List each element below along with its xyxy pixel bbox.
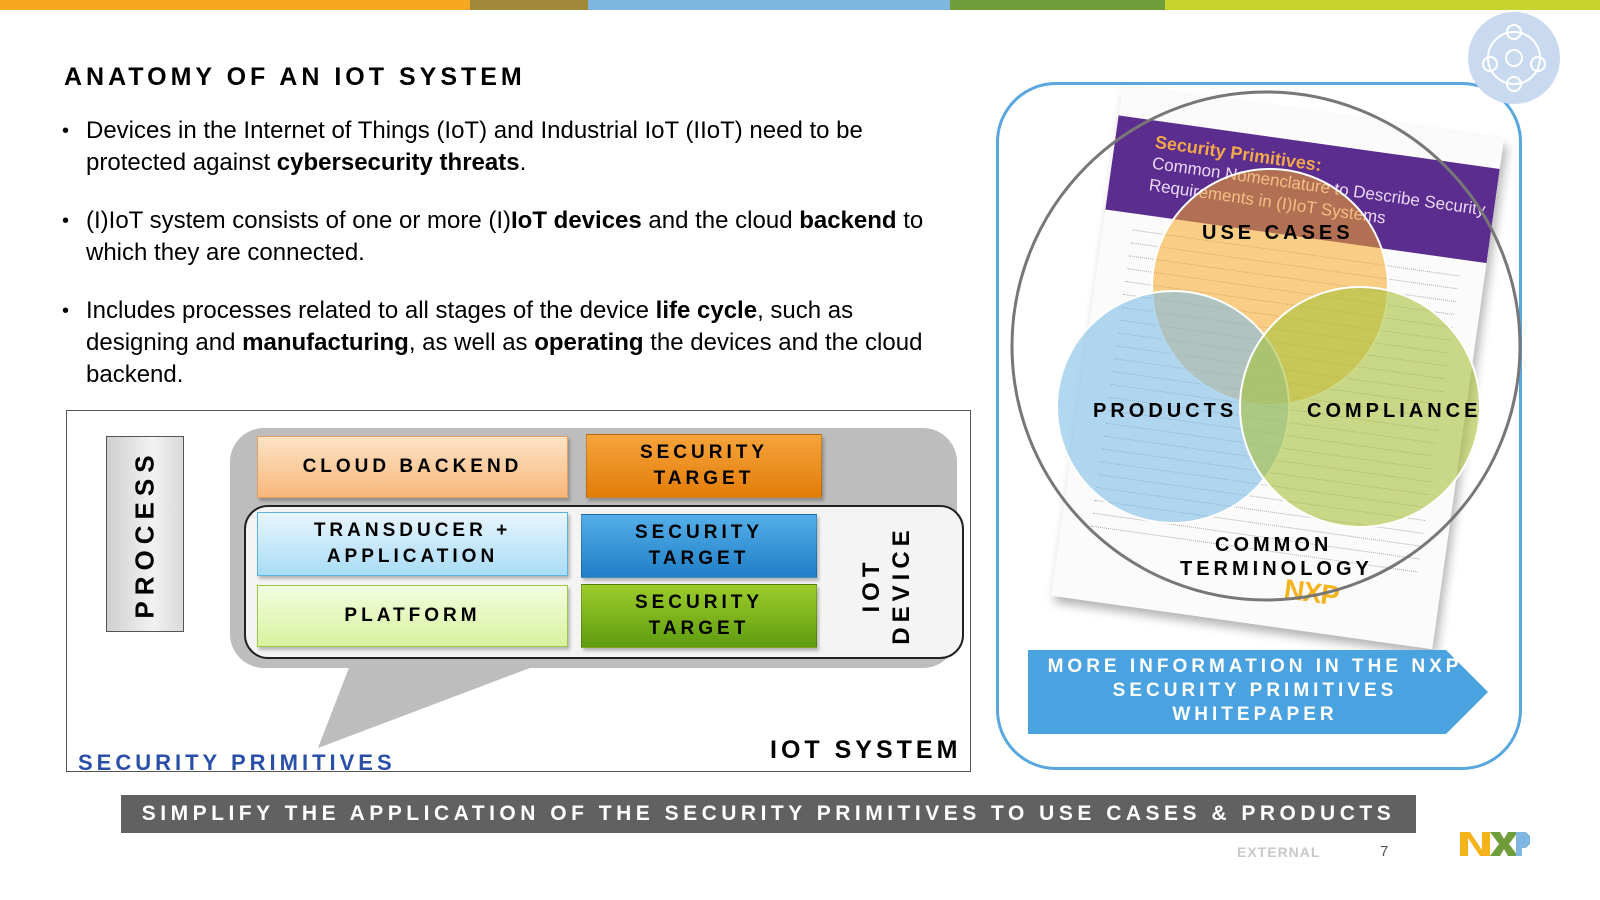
security-primitives-label: SECURITY PRIMITIVES: [78, 750, 396, 775]
bullet-list: • Devices in the Internet of Things (IoT…: [62, 115, 932, 417]
bullet-part-bold: life cycle: [655, 297, 758, 324]
compliance-circle: [1239, 286, 1481, 528]
security-target-label: SECURITY TARGET: [634, 592, 764, 639]
iot-system-label: IOT SYSTEM: [770, 736, 962, 764]
color-segment: [588, 0, 950, 10]
top-color-bar: [0, 0, 1600, 10]
venn-terminology-label: TERMINOLOGY: [1180, 558, 1373, 580]
bullet-part: , such as designing and: [86, 297, 854, 356]
cloud-backend-block: CLOUD BACKEND: [257, 436, 568, 498]
venn-products-label: PRODUCTS: [1093, 400, 1238, 422]
security-target-label: SECURITY TARGET: [634, 522, 764, 569]
page-number: 7: [1380, 843, 1389, 860]
bullet-part: to which they are connected.: [86, 207, 924, 266]
bullet-part-bold: manufacturing: [242, 329, 409, 356]
bullet-text: (I)IoT system consists of one or more (I…: [86, 207, 923, 266]
bullet-dot-icon: •: [62, 300, 70, 322]
security-target-block: SECURITY TARGET: [581, 584, 817, 648]
bullet-part: , as well as: [408, 329, 535, 356]
color-segment: [950, 0, 1165, 10]
bullet-part: the devices and the cloud backend.: [86, 329, 923, 388]
more-info-link[interactable]: MORE INFORMATION IN THE NXP SECURITY PRI…: [1047, 656, 1463, 725]
color-segment: [1165, 0, 1600, 10]
bullet-part: Includes processes related to all stages…: [86, 297, 656, 324]
bullet-part: and the cloud: [641, 207, 800, 234]
security-target-label: SECURITY TARGET: [639, 442, 769, 489]
summary-banner: SIMPLIFY THE APPLICATION OF THE SECURITY…: [121, 795, 1416, 833]
color-segment: [0, 0, 470, 10]
nxp-logo: [1460, 832, 1530, 856]
venn-compliance-label: COMPLIANCE: [1307, 400, 1482, 422]
bullet-part-bold: cybersecurity threats: [276, 149, 520, 176]
more-info-arrow: [1028, 650, 1488, 734]
bullet-dot-icon: •: [62, 120, 70, 142]
bullet-part-bold: operating: [534, 329, 644, 356]
bullet-item: • Includes processes related to all stag…: [62, 295, 932, 391]
iot-icons-badge: [1468, 12, 1560, 104]
security-target-block: SECURITY TARGET: [586, 434, 822, 498]
platform-block: PLATFORM: [257, 585, 568, 647]
bullet-part: .: [519, 149, 527, 176]
bullet-dot-icon: •: [62, 210, 70, 232]
venn-use-cases-label: USE CASES: [1202, 222, 1354, 244]
bullet-item: • Devices in the Internet of Things (IoT…: [62, 115, 932, 179]
transducer-application-label: TRANSDUCER + APPLICATION: [313, 520, 512, 567]
bullet-item: • (I)IoT system consists of one or more …: [62, 205, 932, 269]
security-target-block: SECURITY TARGET: [581, 514, 817, 578]
bullet-part: (I)IoT system consists of one or more (I…: [86, 207, 512, 234]
venn-common-label: COMMON: [1215, 534, 1333, 556]
classification-label: EXTERNAL: [1237, 844, 1321, 860]
bullet-part: Devices in the Internet of Things (IoT) …: [86, 117, 863, 176]
bullet-part-bold: backend: [799, 207, 897, 234]
color-segment: [470, 0, 588, 10]
bullet-text: Devices in the Internet of Things (IoT) …: [86, 117, 863, 176]
common-terminology-circle: [1010, 90, 1522, 602]
bullet-part-bold: IoT devices: [511, 207, 642, 234]
iot-network-icon: [1482, 24, 1546, 92]
cloud-backend-label: CLOUD BACKEND: [302, 456, 523, 477]
transducer-application-block: TRANSDUCER + APPLICATION: [257, 512, 568, 576]
slide-title: ANATOMY OF AN IOT SYSTEM: [64, 63, 526, 91]
bullet-text: Includes processes related to all stages…: [86, 297, 922, 388]
platform-label: PLATFORM: [344, 605, 481, 626]
process-box: PROCESS: [106, 436, 184, 632]
